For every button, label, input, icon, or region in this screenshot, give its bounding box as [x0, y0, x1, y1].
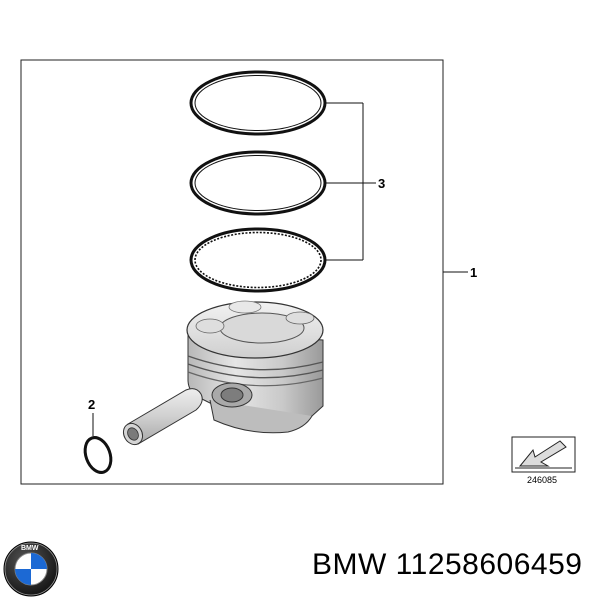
- callout-2: 2: [88, 397, 95, 412]
- caption-brand: BMW: [312, 548, 387, 581]
- caption-part-number: 11258606459: [395, 548, 583, 581]
- bmw-logo: BMW: [3, 541, 59, 597]
- arrow-down-left-icon: [515, 440, 572, 469]
- piston-pin: [122, 388, 203, 446]
- piston-ring-oil: [189, 227, 327, 293]
- piston-ring-top: [189, 70, 327, 136]
- reference-box: 246085: [511, 436, 576, 485]
- piston-ring-middle: [189, 150, 327, 216]
- piston: [186, 300, 324, 434]
- callout-1: 1: [470, 265, 477, 280]
- part-caption: BMW 11258606459: [312, 548, 582, 582]
- callout-3-leader: [325, 102, 376, 261]
- piston-rings: [189, 70, 327, 293]
- callout-3: 3: [378, 176, 385, 191]
- reference-number: 246085: [527, 475, 557, 485]
- circlip: [83, 436, 113, 474]
- logo-lettering: BMW: [21, 545, 39, 552]
